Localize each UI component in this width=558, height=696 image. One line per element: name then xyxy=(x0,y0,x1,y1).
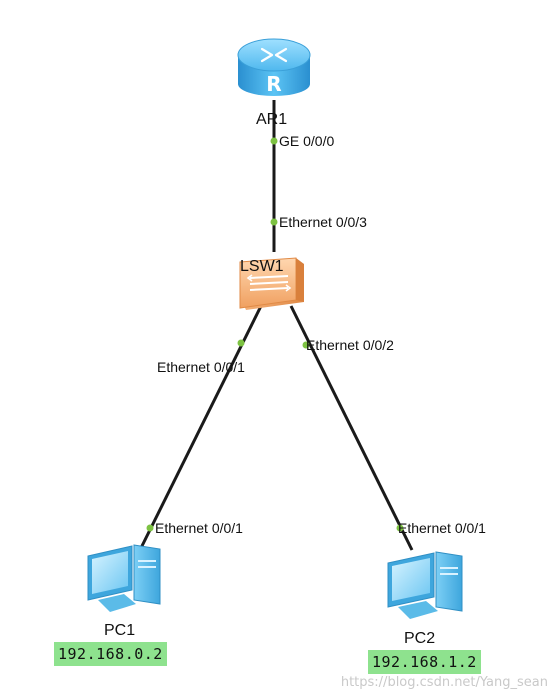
port-label-lsw1-e1: Ethernet 0/0/1 xyxy=(157,359,245,375)
port-label-lsw1-e3: Ethernet 0/0/3 xyxy=(279,214,367,230)
switch-icon[interactable] xyxy=(239,257,304,310)
port-dot-pc2-e1 xyxy=(396,524,404,532)
port-dot-pc1-e1 xyxy=(146,524,154,532)
svg-text:R: R xyxy=(266,72,281,96)
port-label-lsw1-e2: Ethernet 0/0/2 xyxy=(306,337,394,353)
pc1-label: PC1 xyxy=(104,622,135,639)
link-lsw1-pc1[interactable] xyxy=(138,305,263,551)
pc2-ip-address: 192.168.1.2 xyxy=(368,650,481,674)
port-label-ar1-ge: GE 0/0/0 xyxy=(279,133,334,149)
link-lsw1-pc2[interactable] xyxy=(289,305,414,551)
port-dots xyxy=(146,137,404,532)
watermark: https://blog.csdn.net/Yang_sean xyxy=(340,675,548,690)
port-dot-lsw1-e3 xyxy=(270,218,278,226)
port-dot-lsw1-e2 xyxy=(302,341,310,349)
router-icon[interactable]: R xyxy=(237,38,311,96)
pc1-ip-address: 192.168.0.2 xyxy=(54,642,167,666)
port-dot-lsw1-e1 xyxy=(237,339,245,347)
pc2-label: PC2 xyxy=(404,630,435,647)
port-label-pc2-e1: Ethernet 0/0/1 xyxy=(398,520,486,536)
router-label: AR1 xyxy=(256,111,287,128)
links xyxy=(138,100,414,551)
pc-icon[interactable] xyxy=(387,551,463,619)
switch-label: LSW1 xyxy=(240,258,284,275)
pc-icon[interactable] xyxy=(87,544,161,612)
port-label-pc1-e1: Ethernet 0/0/1 xyxy=(155,520,243,536)
port-dot-ar1-ge xyxy=(270,137,278,145)
